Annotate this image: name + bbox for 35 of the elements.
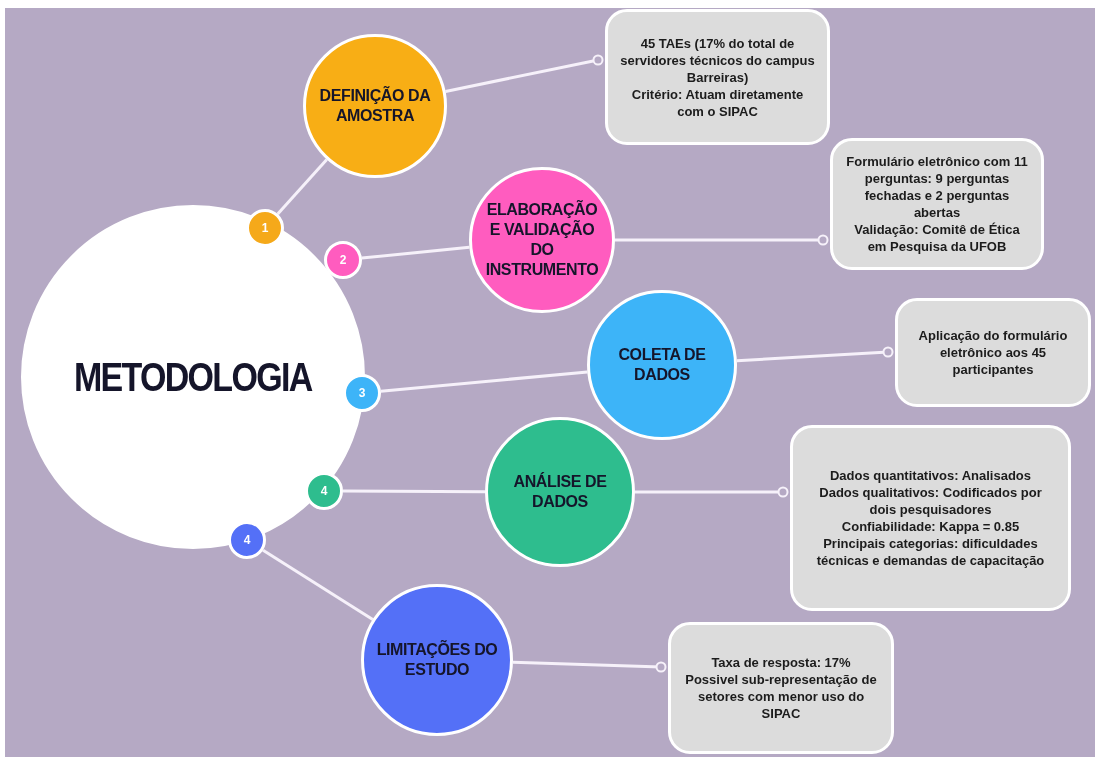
note-text: Critério: Atuam diretamente com o SIPAC [630, 85, 805, 120]
topic-title: COLETA DE DADOS [617, 345, 707, 385]
note-box [790, 425, 1071, 611]
connector-line [276, 158, 328, 215]
note-text: Possivel sub-representação de setores com menor uso do SIPAC [684, 671, 878, 722]
step-number: 2 [339, 252, 347, 269]
note-box [895, 298, 1091, 407]
topic-title: LIMITAÇÕES DO ESTUDO [375, 640, 499, 680]
step-number: 3 [358, 385, 366, 402]
note-text: Formulário eletrônico com 11 perguntas: 9 perguntas fechadas e 2 perguntas abertas [845, 153, 1029, 221]
note-text: Dados quantitativos: Analisados [829, 467, 1032, 484]
connector-line [736, 346, 894, 363]
main-title: METODOLOGIA [74, 354, 312, 401]
connector-line [445, 54, 604, 93]
note-box [668, 622, 894, 754]
connector-line [512, 660, 667, 673]
topic-title: ANÁLISE DE DADOS [512, 472, 608, 512]
connector-line [615, 234, 829, 246]
step-number: 4 [320, 483, 328, 500]
note-text: Principais categorias: dificuldades técnicas e demandas de capacitação [815, 535, 1046, 569]
note-text: Dados qualitativos: Codificados por dois pesquisadores [818, 484, 1043, 518]
connector-line [635, 486, 789, 498]
topic-title: ELABORAÇÃO E VALIDAÇÃO DO INSTRUMENTO [484, 200, 600, 280]
connector-line [380, 370, 588, 393]
step-number: 1 [261, 220, 269, 237]
note-text: Validação: Comitê de Ética em Pesquisa da UFOB [853, 221, 1021, 255]
note-text: 45 TAEs (17% do total de servidores técnicos do campus Barreiras) [620, 34, 815, 86]
connector-line [343, 489, 485, 494]
step-number: 4 [243, 532, 251, 549]
note-text: Taxa de resposta: 17% [711, 654, 851, 671]
topic-title: DEFINIÇÃO DA AMOSTRA [318, 86, 432, 126]
note-box [830, 138, 1044, 270]
note-box [605, 9, 830, 145]
note-text: Confiabilidade: Kappa = 0.85 [841, 518, 1020, 535]
note-text: Aplicação do formulário eletrônico aos 45 participantes [917, 327, 1069, 378]
